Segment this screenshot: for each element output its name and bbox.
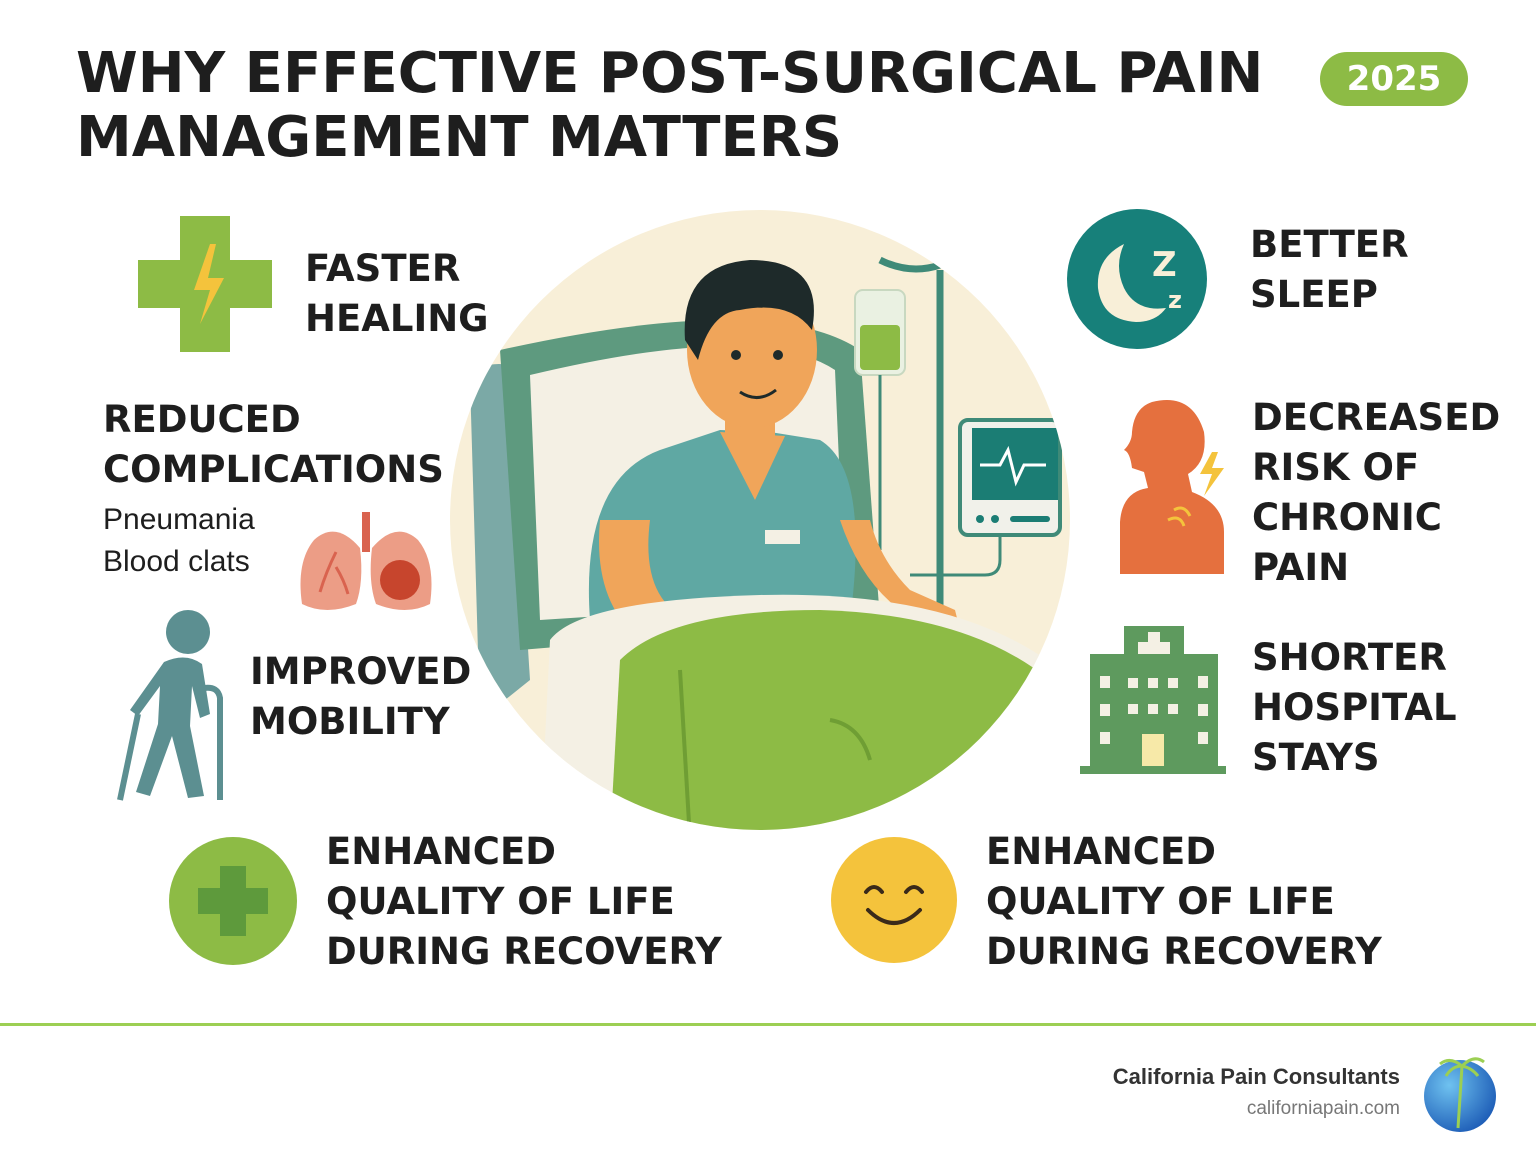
brand-url[interactable]: californiapain.com (1246, 1098, 1400, 1119)
brand-logo-icon (1424, 1057, 1496, 1132)
benefit-better-sleep: BETTER SLEEP (1250, 223, 1409, 316)
page-title: WHY EFFECTIVE POST-SURGICAL PAIN MANAGEM… (76, 41, 1264, 170)
benefit-faster-healing: FASTER HEALING (305, 247, 489, 340)
benefit-reduced-complications: REDUCED COMPLICATIONS (103, 398, 444, 491)
smiley-face-icon (831, 837, 957, 963)
brand-name: California Pain Consultants (1112, 1064, 1400, 1089)
green-cross-circle-icon (169, 837, 297, 965)
lungs-icon (300, 512, 432, 610)
benefit-improved-mobility: IMPROVED MOBILITY (250, 650, 472, 743)
benefit-shorter-stays: SHORTER HOSPITAL STAYS (1252, 636, 1457, 779)
benefit-decreased-risk: DECREASED RISK OF CHRONIC PAIN (1252, 396, 1501, 589)
footer-divider (0, 1023, 1536, 1026)
svg-text:z: z (1168, 286, 1182, 314)
benefit-quality-of-life-left: ENHANCED QUALITY OF LIFE DURING RECOVERY (326, 830, 722, 973)
svg-text:Z: Z (1152, 245, 1177, 285)
medical-cross-icon (138, 216, 272, 352)
walking-cane-icon (117, 610, 223, 801)
patient-illustration (450, 210, 1070, 830)
benefit-quality-of-life-right: ENHANCED QUALITY OF LIFE DURING RECOVERY (986, 830, 1382, 973)
complication-examples: Pneumania Blood clats (103, 503, 255, 578)
year-badge: 2025 (1320, 52, 1468, 106)
moon-sleep-icon: Z z (1067, 209, 1207, 349)
shoulder-pain-icon (1120, 400, 1224, 574)
hospital-building-icon (1080, 626, 1226, 774)
